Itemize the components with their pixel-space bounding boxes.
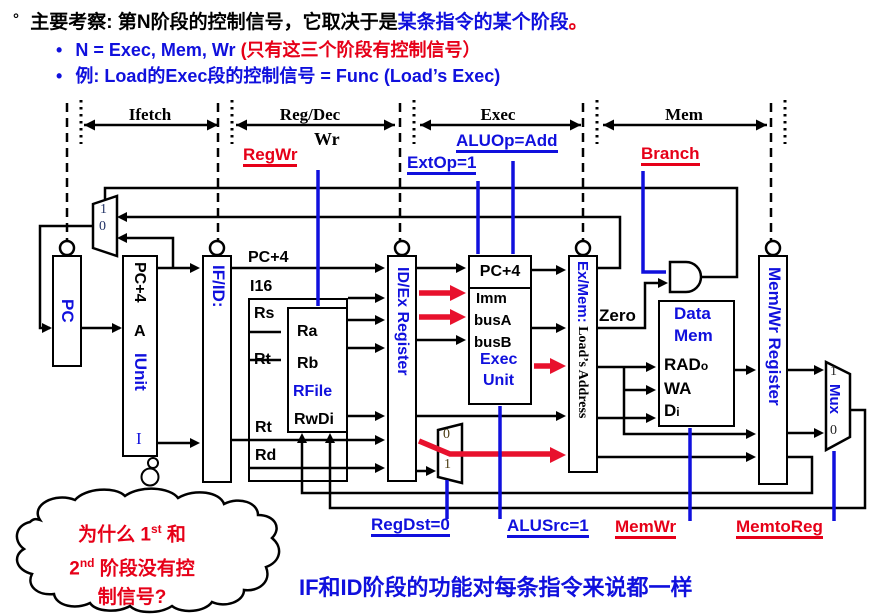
cloud-l2b: 阶段没有控: [94, 558, 195, 580]
cloud-l2sup: nd: [79, 556, 95, 571]
idex-register-label: ID/Ex Register: [394, 267, 411, 376]
cloud-l1sup: st: [150, 522, 162, 536]
line3-blue-text: 例: Load的Exec段的控制信号 = Func (Load’s Exec): [75, 66, 501, 86]
wire-label-zero: Zero: [599, 306, 636, 325]
line1-red-period: 。: [568, 12, 588, 33]
exec-pc4-adder: PC+4: [470, 257, 530, 289]
thought-trail-circles: [140, 457, 160, 487]
datamem-di-port: Di: [664, 401, 680, 421]
thought-cloud-text: 为什么 1st 和 2nd 阶段没有控 制信号?: [12, 515, 252, 612]
control-label-extop: ExtOp=1: [407, 154, 477, 175]
datamem-d: D: [664, 401, 677, 420]
field-rs: Rs: [254, 305, 275, 322]
exmem-label-blue: Ex/Mem:: [574, 261, 591, 323]
cloud-line3: 制信号?: [97, 586, 167, 608]
exec-name-line1: Exec: [480, 351, 518, 368]
control-label-wr: Wr: [314, 129, 340, 149]
wire-label-i16: I16: [250, 278, 273, 295]
control-label-regwr: RegWr: [243, 146, 298, 167]
exec-unit: PC+4 Imm busA busB Exec Unit: [468, 255, 532, 405]
iunit-a-port: A: [134, 323, 146, 340]
regdst-mux-input0-label: 0: [443, 427, 450, 442]
iunit-i-port: I: [136, 429, 142, 448]
ifid-register: IF/ID:: [202, 255, 232, 483]
field-rt-upper: Rt: [254, 351, 271, 368]
rfile-ra-port: Ra: [297, 323, 318, 340]
iunit-pc4-port: PC+4: [131, 262, 148, 303]
control-label-memwr: MemWr: [615, 518, 677, 539]
line2-blue-text: N = Exec, Mem, Wr: [75, 40, 241, 60]
and-gate: [668, 260, 703, 294]
data-memory: Data Mem RADo WA Di: [658, 300, 735, 427]
rfile-rwdi-ports: RwDi: [294, 411, 334, 428]
memwr-register-label: Mem/Wr Register: [765, 267, 784, 406]
field-rd: Rd: [255, 447, 277, 464]
header-line1: ° 主要考察: 第N阶段的控制信号，它取决于是某条指令的某个阶段。: [13, 7, 588, 34]
ifid-register-label: IF/ID:: [209, 265, 228, 308]
control-label-alusrc: ALUSrc=1: [507, 517, 589, 538]
wb-mux-name-text: Mux: [826, 384, 843, 414]
stage-label-exec: Exec: [480, 105, 516, 124]
register-file: Ra Rb RFile RwDi: [287, 307, 348, 433]
datamem-name-line2: Mem: [674, 326, 713, 345]
pc-mux-input1-label: 1: [100, 202, 107, 217]
pc-register: PC: [52, 255, 82, 367]
cloud-l1b: 和: [161, 524, 186, 546]
wb-mux-name: Mux: [826, 384, 843, 419]
iunit-name: IUnit: [131, 353, 150, 391]
rfile-rb-port: Rb: [297, 355, 319, 372]
exec-name-line2: Unit: [483, 372, 515, 389]
wb-mux-input0-label: 0: [830, 423, 837, 438]
line2-red-text: (只有这三个阶段有控制信号）: [240, 40, 481, 60]
line1-blue-text: 某条指令的某个阶段: [397, 12, 569, 33]
datapath-wires: [38, 186, 867, 510]
stage-label-mem: Mem: [665, 105, 703, 124]
line2-bullet: •: [56, 40, 63, 60]
header-line3: • 例: Load的Exec段的控制信号 = Func (Load’s Exec…: [56, 62, 500, 88]
control-label-memtoreg: MemtoReg: [736, 518, 823, 539]
cloud-l1a: 为什么 1: [78, 524, 151, 546]
stage-label-regdec: Reg/Dec: [279, 105, 341, 124]
footer-note: IF和ID阶段的功能对每条指令来说都一样: [299, 575, 693, 600]
cloud-l2a: 2: [69, 558, 80, 580]
clock-input-circles: [58, 239, 782, 257]
line1-black-text: 主要考察: 第N阶段的控制信号，它取决于是: [30, 12, 398, 33]
stage-label-ifetch: Ifetch: [128, 105, 172, 124]
datamem-i-sub: i: [676, 405, 680, 419]
memwr-register: Mem/Wr Register: [758, 255, 788, 485]
rfile-name: RFile: [293, 383, 333, 400]
instruction-unit: PC+4 A IUnit I: [122, 255, 158, 457]
pc-register-label: PC: [58, 299, 77, 323]
wire-label-pc4: PC+4: [248, 249, 289, 266]
exec-imm-port: Imm: [476, 290, 507, 307]
datamem-ra-do-port: RADo: [664, 355, 708, 375]
cloud-line2: 2nd 阶段没有控: [12, 549, 252, 583]
control-label-branch: Branch: [641, 145, 700, 166]
exec-busa-port: busA: [474, 312, 512, 329]
datamem-do-sub: o: [700, 359, 709, 373]
exmem-register-label: Ex/Mem: Load’s Address: [574, 261, 591, 418]
exmem-label-black: Load’s Address: [575, 322, 590, 419]
exec-busb-port: busB: [474, 334, 512, 351]
wb-mux-input1-label: 1: [830, 364, 837, 379]
datamem-wa-port: WA: [664, 379, 692, 398]
control-label-aluop: ALUOp=Add: [456, 132, 558, 153]
exmem-register: Ex/Mem: Load’s Address: [568, 255, 598, 473]
regdst-mux-input1-label: 1: [444, 457, 451, 472]
line3-bullet: •: [56, 66, 63, 86]
line1-bullet: °: [13, 11, 19, 28]
field-rt-lower: Rt: [255, 419, 272, 436]
exec-pc4-label: PC+4: [479, 263, 521, 280]
datamem-name-line1: Data: [674, 304, 711, 323]
idex-register: ID/Ex Register: [387, 255, 417, 482]
control-label-regdst: RegDst=0: [371, 516, 450, 537]
header-line2: • N = Exec, Mem, Wr (只有这三个阶段有控制信号）: [56, 36, 481, 62]
datamem-rad: RAD: [664, 355, 701, 374]
cloud-line1: 为什么 1st 和: [12, 515, 252, 549]
regdst-mux: [436, 422, 464, 485]
pc-mux-input0-label: 0: [99, 219, 106, 234]
